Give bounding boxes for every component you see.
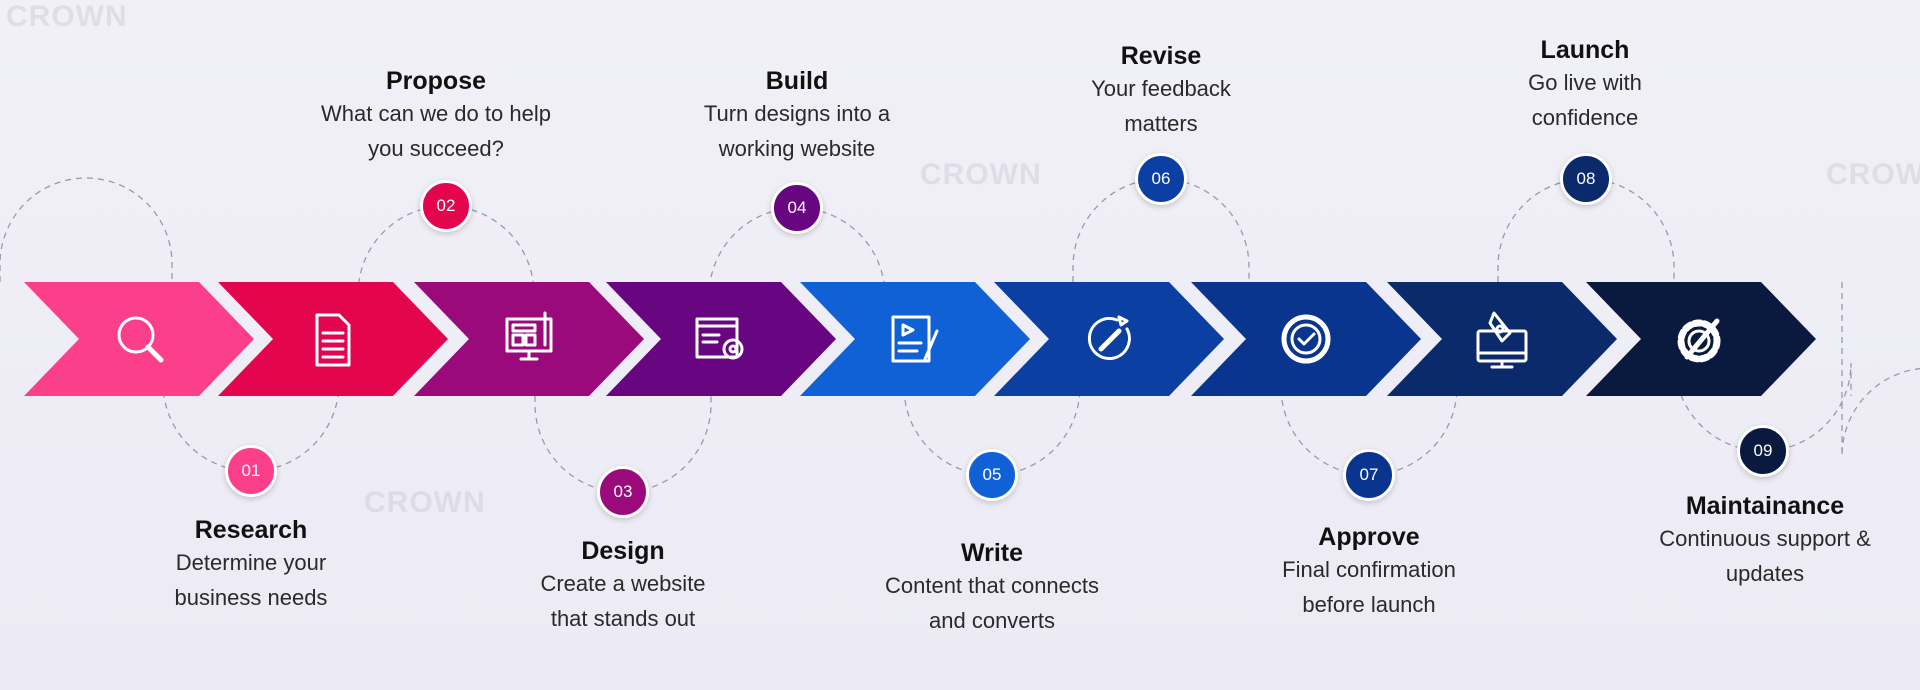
watermark-logo: CROWN <box>1826 158 1920 191</box>
watermark-logo: CROWN <box>364 486 486 519</box>
connector-arc <box>162 382 340 472</box>
connector-arc <box>357 205 535 295</box>
step-title: Design <box>581 537 665 565</box>
step-description-line: Content that connects <box>884 573 1100 598</box>
step-description-line: Final confirmation <box>1282 557 1456 582</box>
watermark-logo: CROWN <box>920 158 1042 191</box>
step-chevron-maintainance <box>1586 282 1816 396</box>
code-window-icon <box>695 317 744 360</box>
gear-wrench-icon <box>1677 318 1721 363</box>
connector-arc <box>1497 178 1675 282</box>
connector-arc <box>0 177 173 282</box>
step-description-line: you succeed? <box>368 136 504 161</box>
step-title: Maintainance <box>1685 492 1845 520</box>
step-description-line: Turn designs into a <box>703 101 891 126</box>
step-description-line: working website <box>718 136 876 161</box>
design-monitor-icon <box>505 311 553 361</box>
step-number-badge: 06 <box>1135 153 1187 205</box>
revise-pencil-icon <box>1087 315 1131 360</box>
step-description-line: business needs <box>174 585 328 610</box>
step-title: Propose <box>385 67 487 95</box>
step-number-badge: 05 <box>966 449 1018 501</box>
connector-arc <box>1674 362 1852 452</box>
step-description-line: and converts <box>929 608 1055 633</box>
step-description-line: Continuous support & <box>1659 526 1871 551</box>
step-number-badge: 09 <box>1737 425 1789 477</box>
step-number-badge: 04 <box>771 182 823 234</box>
step-title: Research <box>194 516 308 544</box>
step-description-line: before launch <box>1302 592 1436 617</box>
connector-arc <box>1841 282 1920 457</box>
step-title: Build <box>765 67 829 95</box>
step-description-line: Your feedback <box>1091 76 1231 101</box>
step-description-line: matters <box>1124 111 1198 136</box>
magnifier-icon <box>117 316 164 363</box>
step-description-line: updates <box>1725 561 1805 586</box>
step-description-line: that stands out <box>550 606 696 631</box>
step-number-badge: 01 <box>225 445 277 497</box>
step-description-line: Go live with <box>1528 70 1642 95</box>
approval-badge-icon <box>1281 314 1331 364</box>
step-title: Approve <box>1318 523 1420 551</box>
step-number-badge: 02 <box>420 180 472 232</box>
step-title: Revise <box>1120 42 1202 70</box>
document-icon <box>315 313 351 367</box>
step-title: Write <box>960 539 1024 567</box>
step-description-line: Create a website <box>540 571 706 596</box>
connector-arc <box>1072 178 1250 282</box>
watermark-logo: CROWN <box>6 0 128 33</box>
step-description-line: Determine your <box>175 550 327 575</box>
step-title: Launch <box>1540 36 1630 64</box>
step-number-badge: 08 <box>1560 153 1612 205</box>
step-number-badge: 07 <box>1343 449 1395 501</box>
connector-arc <box>708 207 886 297</box>
content-writing-icon <box>891 315 939 363</box>
step-label: Launch Go live with confidence <box>1435 35 1735 135</box>
step-description-line: confidence <box>1531 105 1639 130</box>
step-number-badge: 03 <box>597 466 649 518</box>
rocket-monitor-icon <box>1476 311 1528 369</box>
step-description-line: What can we do to help <box>321 101 551 126</box>
